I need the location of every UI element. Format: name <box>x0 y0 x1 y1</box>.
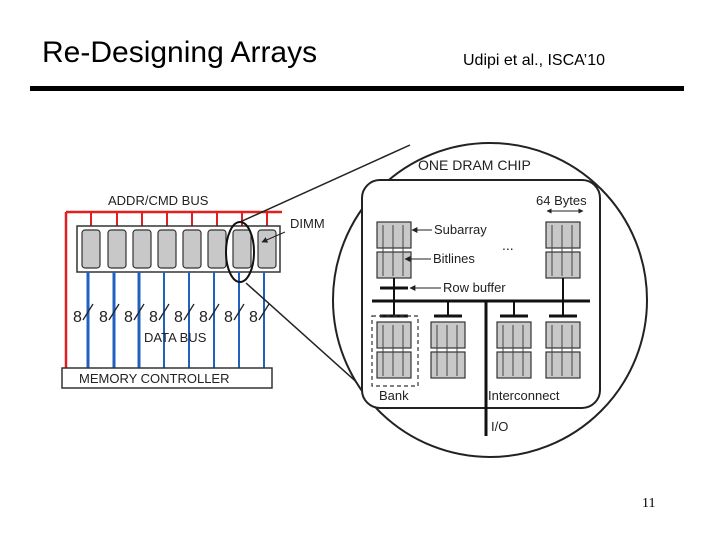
dram-chip <box>361 179 601 409</box>
subarray-stack-left <box>376 221 412 290</box>
dimm-chip <box>132 229 152 269</box>
ellipsis: ... <box>502 237 514 253</box>
bus-width-tick <box>158 303 170 321</box>
memory-controller-box <box>61 367 273 389</box>
bus-width-tick <box>133 303 145 321</box>
bank-stack <box>376 314 412 379</box>
data-bus-label: DATA BUS <box>144 330 207 345</box>
data-bus <box>82 272 270 368</box>
dimm-chip <box>157 229 177 269</box>
dimm-chip <box>81 229 101 269</box>
chip-title: ONE DRAM CHIP <box>418 157 531 173</box>
zoom-line-top <box>239 144 411 223</box>
bank-stack <box>545 314 581 379</box>
memory-controller-label: MEMORY CONTROLLER <box>79 371 230 386</box>
io-label: I/O <box>491 419 508 434</box>
bus-width-label: 8 <box>124 309 133 326</box>
bus-width-tick <box>258 303 270 321</box>
bus-width-label: 8 <box>199 309 208 326</box>
dimm-chip <box>182 229 202 269</box>
bitlines-label: Bitlines <box>433 251 475 266</box>
bank-stack <box>430 314 466 379</box>
page-number: 11 <box>642 496 656 511</box>
bus-width-label: 8 <box>149 309 158 326</box>
bus-width-label: 8 <box>224 309 233 326</box>
bus-width-label: 8 <box>73 309 82 326</box>
dimm-chip <box>232 229 252 269</box>
bus-width-tick <box>208 303 220 321</box>
slide-title: Re-Designing Arrays <box>42 36 318 69</box>
dimm-chip <box>107 229 127 269</box>
bank-outline <box>371 315 419 387</box>
bus-width-tick <box>82 303 94 321</box>
dimm-pointer <box>261 231 286 243</box>
bottom-banks <box>376 314 581 379</box>
bus-width-label: 8 <box>249 309 258 326</box>
subarray-label: Subarray <box>434 222 487 237</box>
row-size-label: 64 Bytes <box>536 193 587 208</box>
row-buffer-label: Row buffer <box>443 280 506 295</box>
dimm-label: DIMM <box>290 216 325 231</box>
dimm-chip <box>207 229 227 269</box>
bus-width-tick <box>233 303 245 321</box>
bus-width-tick <box>108 303 120 321</box>
bus-width-label: 8 <box>99 309 108 326</box>
dimm-chip <box>257 229 277 269</box>
addr-bus-label: ADDR/CMD BUS <box>108 193 209 208</box>
bank-stack <box>496 314 532 379</box>
title-divider <box>30 86 684 91</box>
bus-width-tick <box>183 303 195 321</box>
citation: Udipi et al., ISCA’10 <box>463 52 605 69</box>
bus-width-label: 8 <box>174 309 183 326</box>
bank-label: Bank <box>379 388 409 403</box>
interconnect-taps <box>393 278 564 316</box>
interconnect-label: Interconnect <box>488 388 560 403</box>
